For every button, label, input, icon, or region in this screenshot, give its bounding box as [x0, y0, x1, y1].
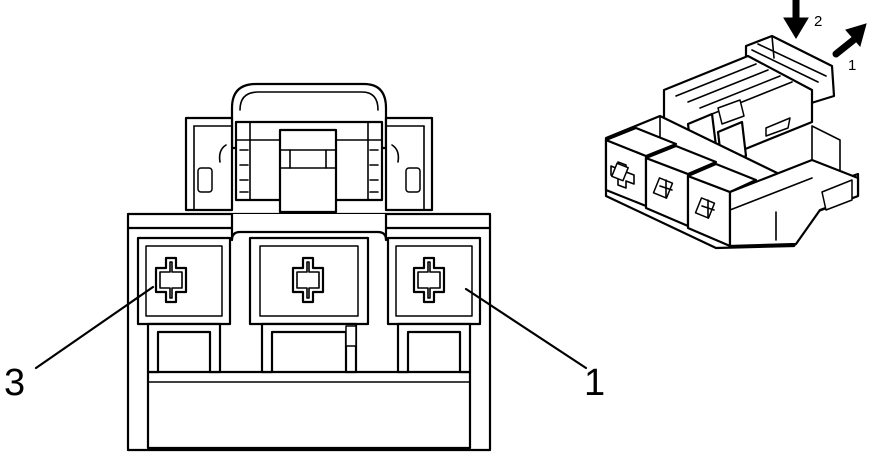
leader-line-1 — [464, 287, 588, 370]
pull-arrow: 1 — [832, 23, 867, 74]
callout-label-3: 3 — [4, 362, 25, 404]
iso-cavity-3 — [604, 126, 678, 208]
press-arrow: 2 — [783, 0, 822, 39]
cavity-2 — [248, 236, 370, 374]
connector-iso-view — [604, 34, 860, 250]
connector-front-view: 3 1 — [4, 82, 605, 452]
leader-line-3 — [34, 285, 155, 370]
cavity-1 — [386, 236, 482, 374]
latch-hood — [184, 82, 434, 214]
iso-cavity-1 — [686, 162, 758, 248]
callout-label-1: 1 — [584, 362, 605, 404]
pull-arrow-label: 1 — [848, 57, 856, 74]
cavity-3 — [136, 236, 232, 374]
press-arrow-label: 2 — [814, 13, 822, 30]
